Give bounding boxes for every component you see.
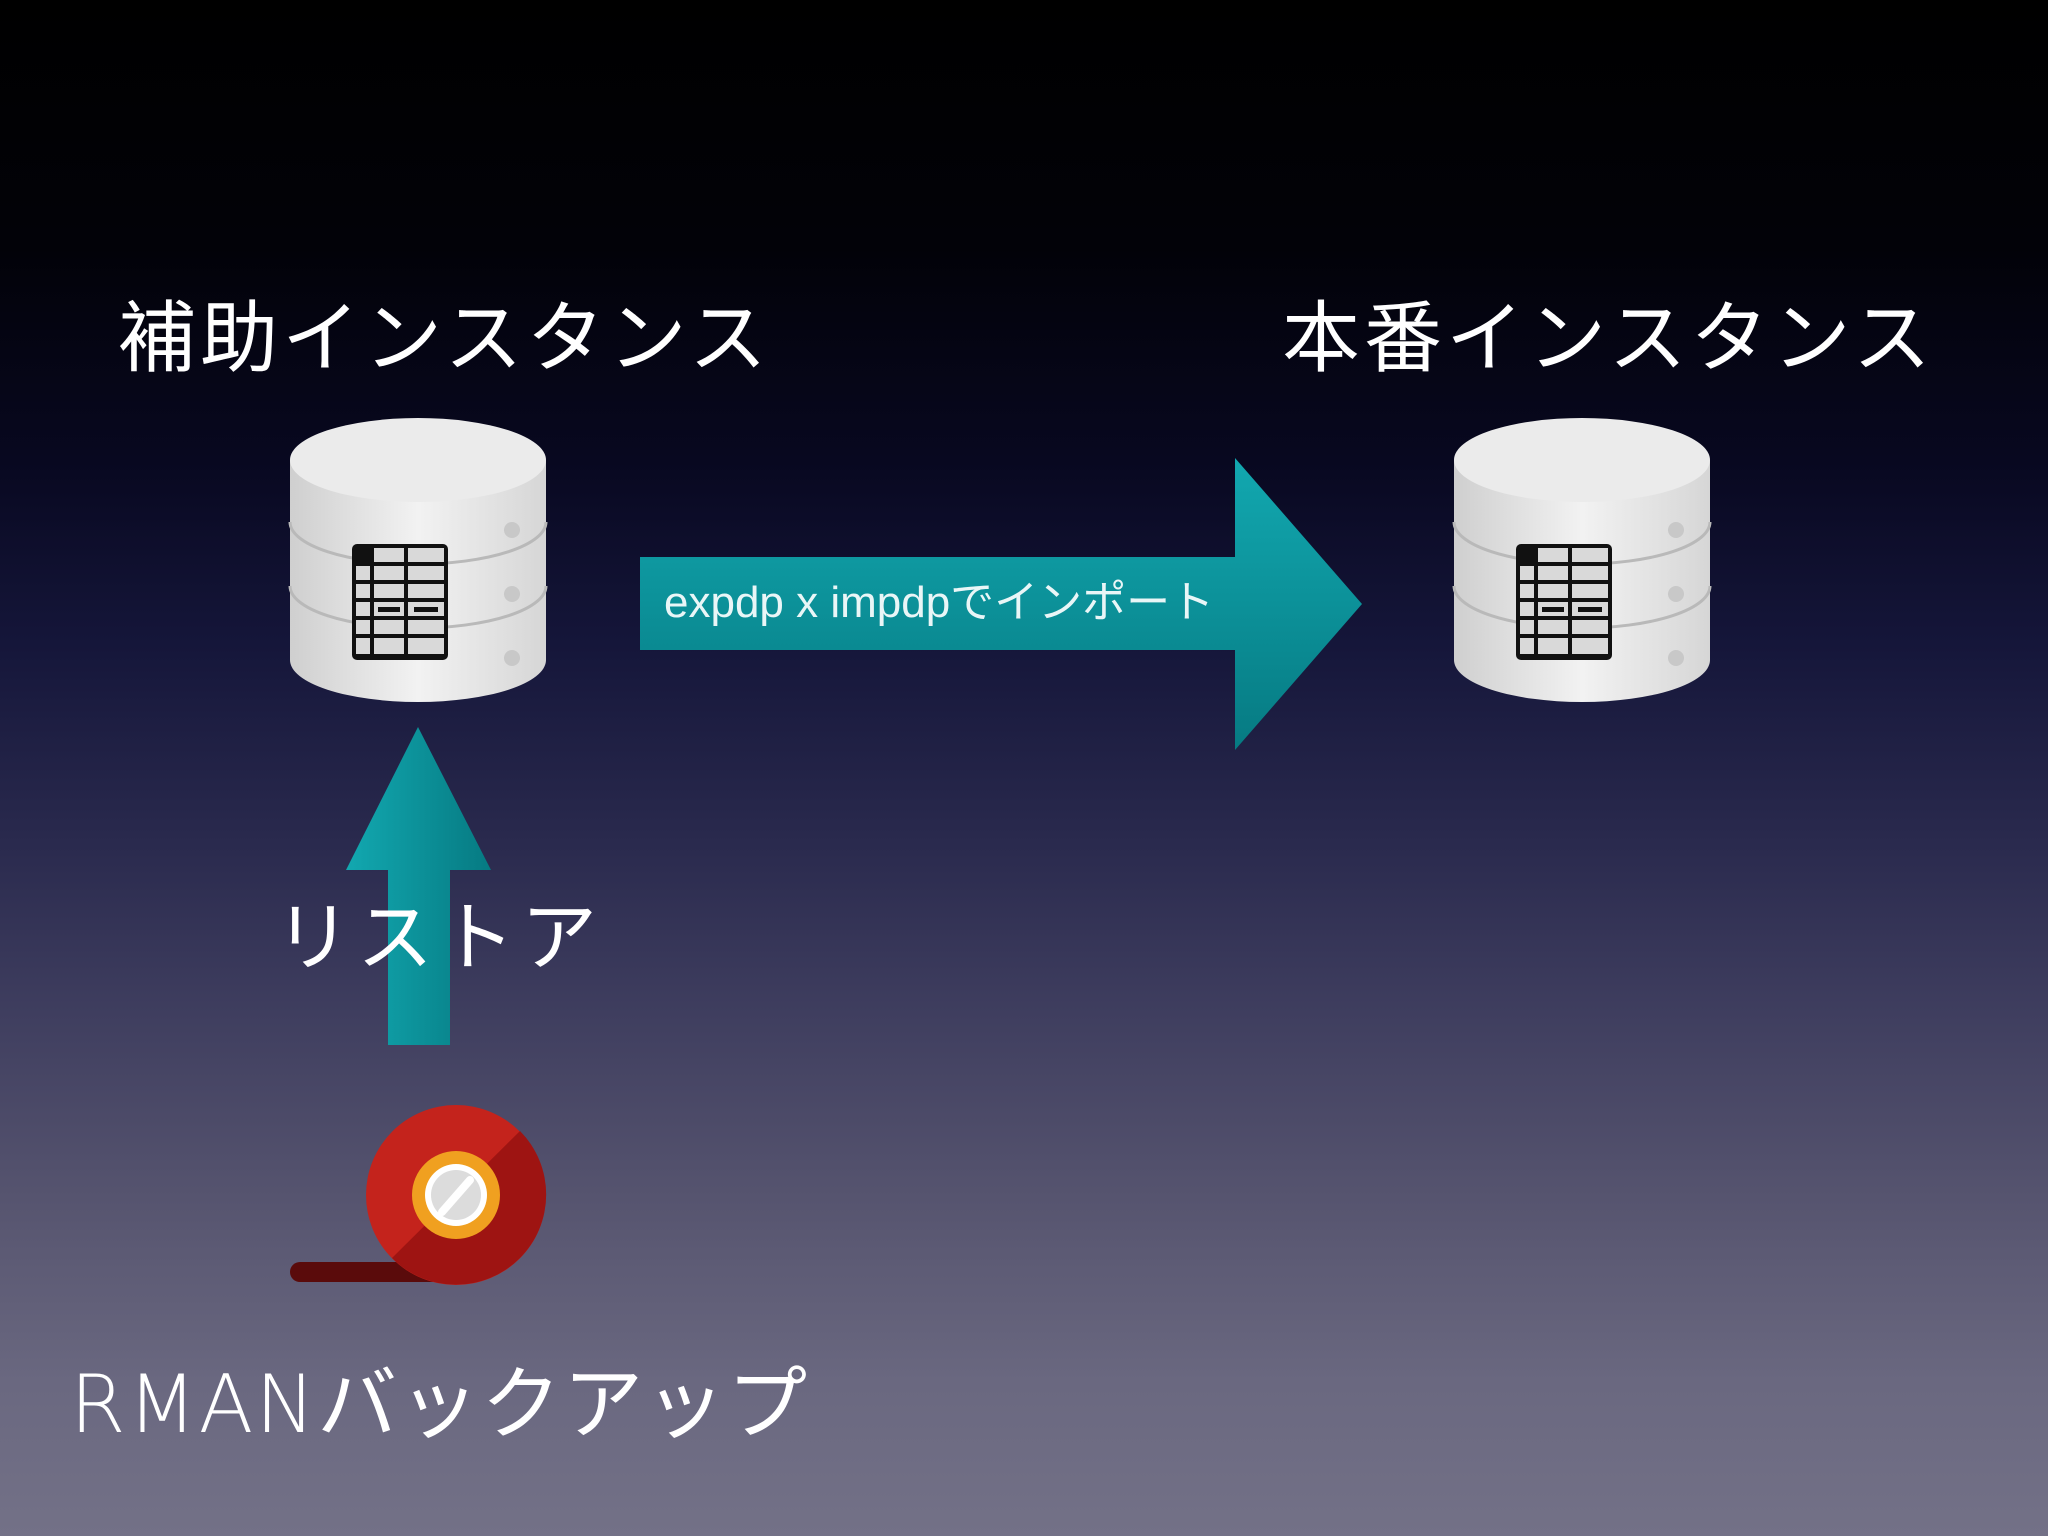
database-icon — [288, 418, 548, 702]
database-icon — [1452, 418, 1712, 702]
restore-arrow-label: リストア — [275, 893, 603, 982]
production-instance-title: 本番インスタンス — [1282, 294, 1935, 384]
rman-backup-label: RMANバックアップ — [70, 1358, 810, 1451]
restore-arrow — [346, 727, 491, 1045]
tape-reel-icon — [290, 1105, 547, 1285]
transfer-arrow — [640, 458, 1362, 750]
auxiliary-instance-title: 補助インスタンス — [118, 294, 771, 384]
transfer-arrow-label: expdp x impdpでインポート — [664, 578, 1215, 627]
